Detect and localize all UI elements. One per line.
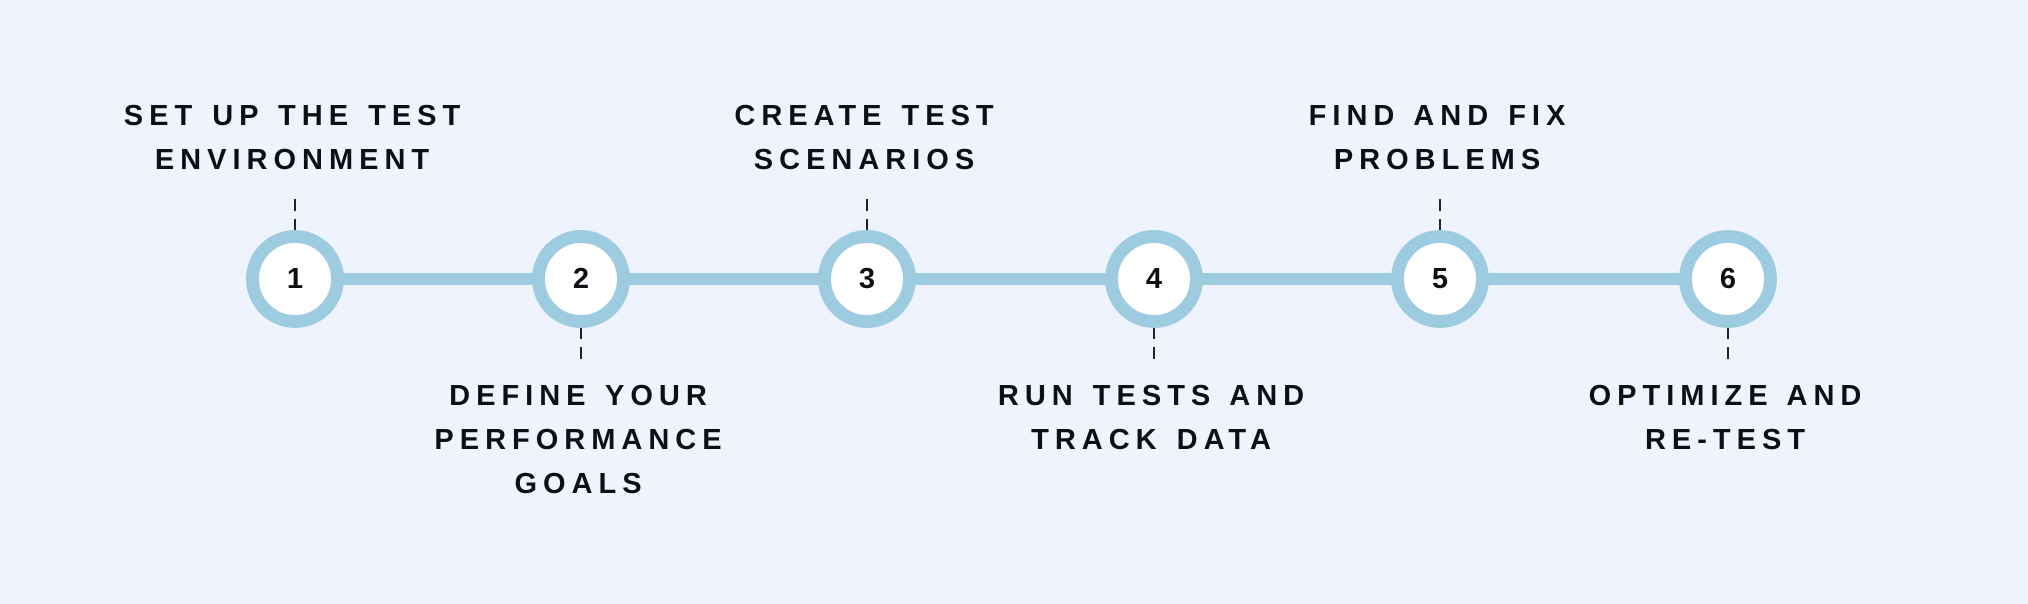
- step-label: OPTIMIZE AND RE-TEST: [1478, 374, 1978, 462]
- step-label-line: SET UP THE TEST: [123, 100, 467, 132]
- step-number-circle: 5: [1391, 230, 1489, 328]
- dashed-connector: [1439, 199, 1441, 233]
- step-number-circle: 2: [532, 230, 630, 328]
- step-label-line: DEFINE YOUR: [449, 380, 713, 412]
- step-label: FIND AND FIX PROBLEMS: [1190, 94, 1690, 182]
- dashed-connector: [1153, 327, 1155, 361]
- step-label-line: FIND AND FIX: [1308, 100, 1572, 132]
- step-label-line: PERFORMANCE: [434, 424, 728, 456]
- dashed-connector: [1727, 327, 1729, 361]
- step-label: SET UP THE TEST ENVIRONMENT: [45, 94, 545, 182]
- dashed-connector: [866, 199, 868, 233]
- step-number-circle: 3: [818, 230, 916, 328]
- step-label-line: GOALS: [514, 468, 648, 500]
- step-number-circle: 6: [1679, 230, 1777, 328]
- step-number-circle: 1: [246, 230, 344, 328]
- timeline-connector: [295, 273, 1728, 285]
- step-label-line: ENVIRONMENT: [154, 144, 436, 176]
- step-label: DEFINE YOUR PERFORMANCE GOALS: [331, 374, 831, 506]
- step-label-line: PROBLEMS: [1333, 144, 1547, 176]
- step-label-line: RE-TEST: [1644, 424, 1812, 456]
- step-label: CREATE TEST SCENARIOS: [617, 94, 1117, 182]
- dashed-connector: [294, 199, 296, 233]
- step-label-line: CREATE TEST: [734, 100, 1000, 132]
- step-label-line: TRACK DATA: [1031, 424, 1277, 456]
- step-number-circle: 4: [1105, 230, 1203, 328]
- step-label-line: SCENARIOS: [753, 144, 981, 176]
- dashed-connector: [580, 327, 582, 361]
- step-label-line: RUN TESTS AND: [997, 380, 1311, 412]
- step-label: RUN TESTS AND TRACK DATA: [904, 374, 1404, 462]
- step-label-line: OPTIMIZE AND: [1588, 380, 1868, 412]
